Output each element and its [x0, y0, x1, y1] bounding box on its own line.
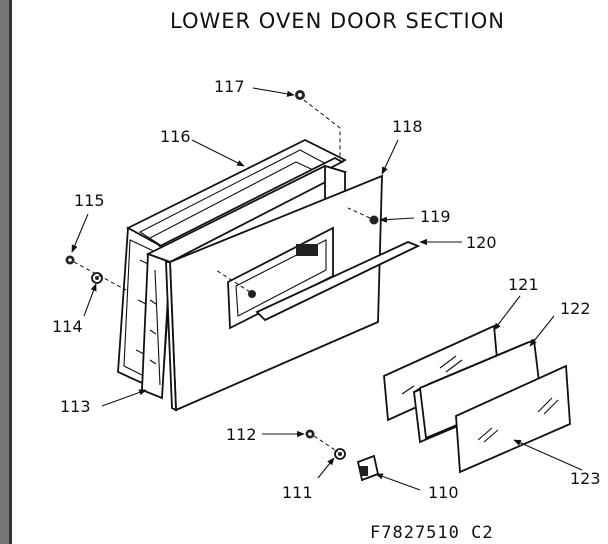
diagram-title: LOWER OVEN DOOR SECTION: [170, 9, 505, 33]
scan-edge: [0, 0, 9, 544]
callout-119: 119: [420, 207, 451, 226]
screw-117-path: [303, 99, 341, 160]
screw-119: [369, 215, 379, 225]
glass-123: [455, 364, 571, 474]
callout-120: 120: [466, 233, 497, 252]
callout-115: 115: [74, 191, 105, 210]
callout-112: 112: [226, 425, 257, 444]
callout-114: 114: [52, 317, 83, 336]
leader-lines: [71, 87, 583, 491]
door-handle: [255, 241, 421, 322]
callout-123: 123: [570, 469, 601, 488]
clip-110: [356, 454, 380, 482]
scan-edge-line: [9, 0, 12, 544]
callout-111: 111: [282, 483, 313, 502]
callout-121: 121: [508, 275, 539, 294]
drawing-code: F7827510 C2: [370, 523, 494, 543]
callout-122: 122: [560, 299, 591, 318]
callout-113: 113: [60, 397, 91, 416]
outer-door-panel: [165, 174, 383, 412]
callout-118: 118: [392, 117, 423, 136]
callout-117: 117: [214, 77, 245, 96]
callout-110: 110: [428, 483, 459, 502]
callout-116: 116: [160, 127, 191, 146]
callout-labels: 117 116 118 115 119 120 114 121 122 113 …: [52, 77, 601, 502]
